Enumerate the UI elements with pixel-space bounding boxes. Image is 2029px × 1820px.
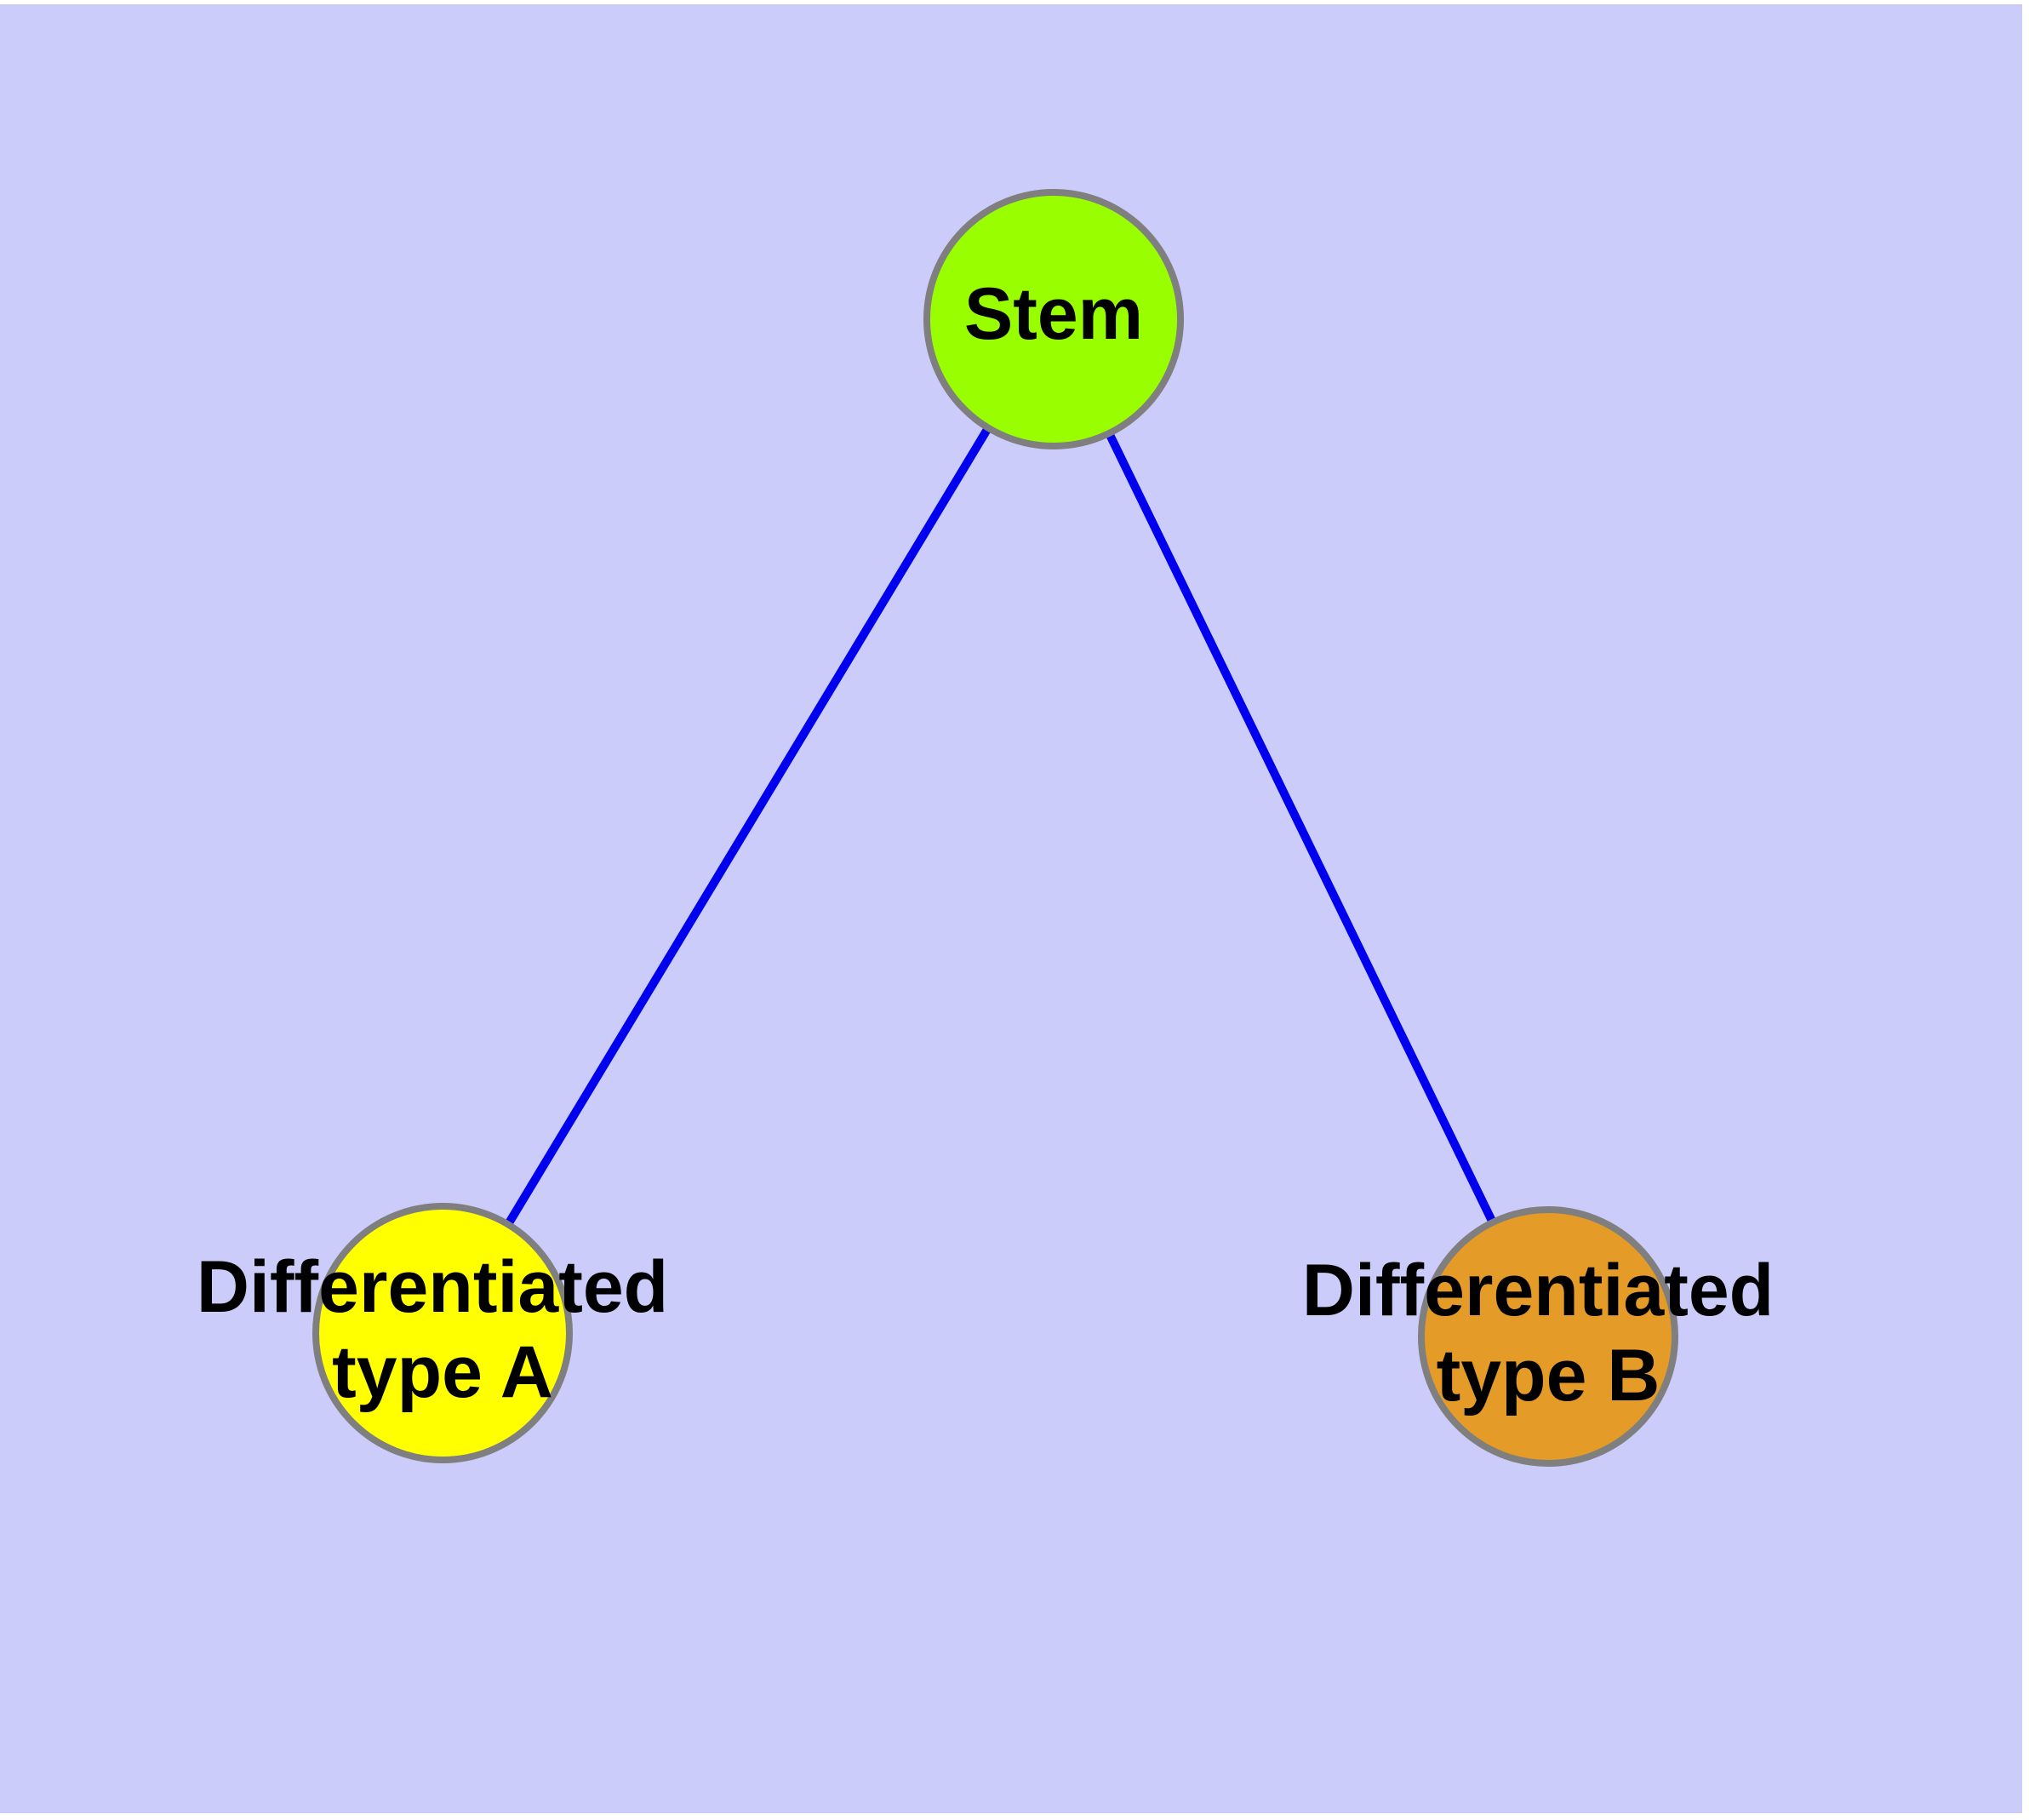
node-stem[interactable]: Stem <box>923 189 1184 449</box>
node-differentiated-type-a-label-line-1: Differentiated <box>197 1246 668 1328</box>
edge-stem-to-differentiated-type-a[interactable] <box>502 422 994 1230</box>
node-differentiated-type-a[interactable]: Differentiated type A <box>197 1203 689 1463</box>
edge-stem-to-differentiated-type-b[interactable] <box>1103 428 1499 1228</box>
node-stem-label: Stem <box>964 273 1143 355</box>
node-differentiated-type-b-label-line-2: type B <box>1437 1335 1660 1417</box>
node-stem-circle[interactable] <box>923 189 1184 449</box>
node-differentiated-type-b-circle[interactable] <box>1418 1206 1678 1467</box>
node-differentiated-type-b-label: Differentiated type B <box>1302 1250 1794 1417</box>
node-differentiated-type-a-label-line-2: type A <box>332 1331 553 1413</box>
node-differentiated-type-b[interactable]: Differentiated type B <box>1302 1206 1794 1467</box>
nodes-group: Stem Differentiated type A Differentiate… <box>197 189 1794 1467</box>
edges-group <box>502 422 1499 1230</box>
node-stem-label-line-1: Stem <box>964 273 1143 355</box>
node-differentiated-type-a-label: Differentiated type A <box>197 1246 689 1413</box>
node-differentiated-type-b-label-line-1: Differentiated <box>1302 1250 1774 1331</box>
node-differentiated-type-a-circle[interactable] <box>312 1203 573 1463</box>
